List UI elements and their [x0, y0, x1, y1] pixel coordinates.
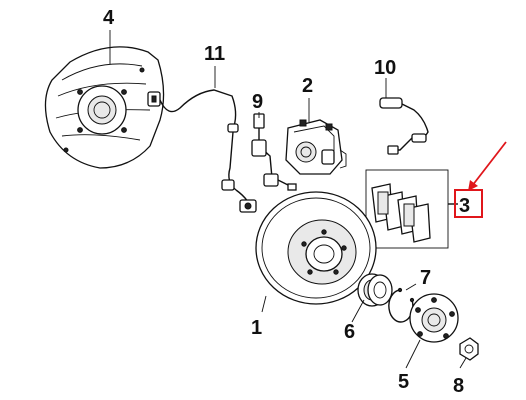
leader-lines — [109, 30, 467, 369]
part-brake-rotor — [255, 191, 377, 305]
callout-1: 1 — [251, 317, 262, 339]
part-brake-pads — [365, 169, 458, 249]
callout-5: 5 — [398, 371, 409, 393]
callout-11: 11 — [204, 43, 225, 65]
callout-4: 4 — [103, 7, 115, 29]
highlight-marker — [454, 141, 507, 218]
part-caliper — [285, 119, 347, 175]
callout-7: 7 — [420, 267, 431, 289]
part-hub-nut — [459, 337, 479, 361]
callout-8: 8 — [453, 375, 464, 397]
part-speed-sensor — [147, 89, 257, 213]
callout-10: 10 — [374, 57, 396, 79]
part-wheel-hub — [409, 293, 459, 343]
callout-3: 3 — [459, 195, 470, 217]
part-wear-sensor — [379, 97, 429, 155]
pads-frame — [365, 169, 449, 249]
part-dust-shield — [44, 46, 165, 169]
part-brake-hose — [251, 113, 297, 191]
callout-2: 2 — [302, 75, 313, 97]
part-wheel-bearing — [357, 273, 393, 307]
highlight-box — [454, 189, 483, 218]
callout-6: 6 — [344, 321, 355, 343]
callout-9: 9 — [252, 91, 263, 113]
